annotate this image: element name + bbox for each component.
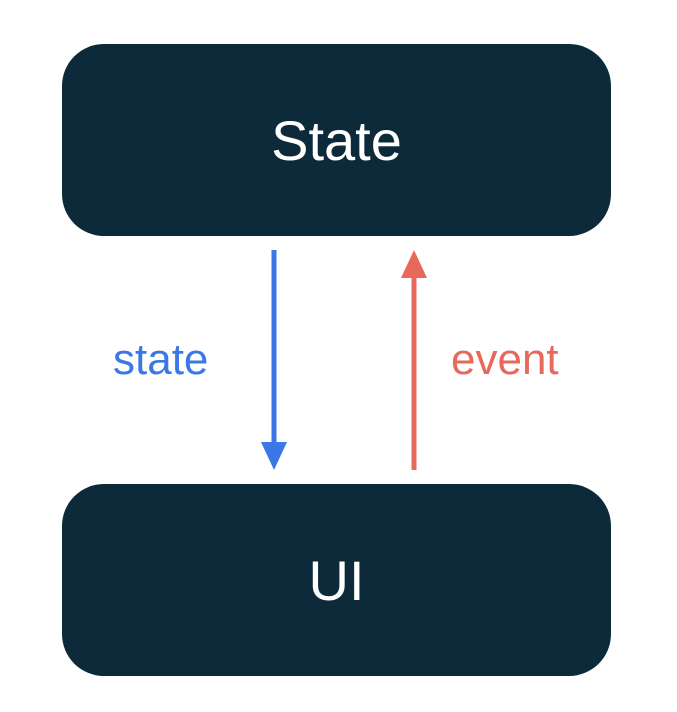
ui-box-label: UI xyxy=(308,548,365,612)
event-arrow-label: event xyxy=(451,335,559,384)
ui-box: UI xyxy=(62,484,611,676)
state-arrow-label: state xyxy=(113,335,209,384)
state-box-label: State xyxy=(271,108,402,172)
state-box: State xyxy=(62,44,611,236)
event-arrowhead-icon xyxy=(401,250,427,278)
state-arrowhead-icon xyxy=(261,442,287,470)
